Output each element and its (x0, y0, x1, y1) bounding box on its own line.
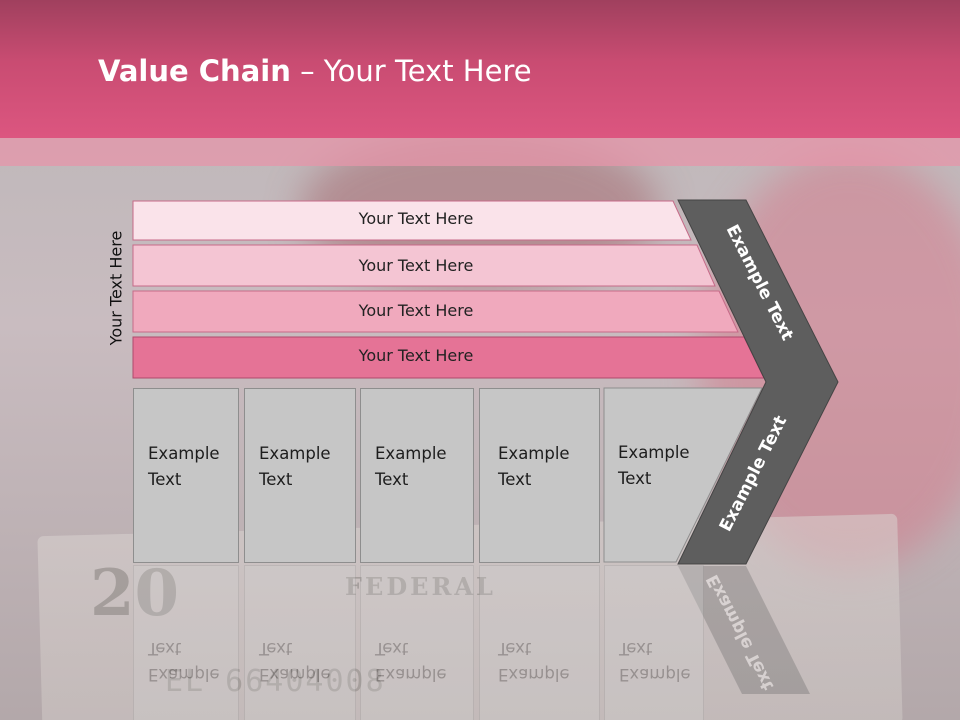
chevron-shape[interactable] (677, 199, 839, 565)
reflection-text-1: Example Text (148, 635, 248, 687)
columns-reflection: Example Text Example Text Example Text Exam… (0, 565, 960, 720)
reflection-1-line2: Text (148, 639, 182, 658)
slide-title[interactable]: Value Chain – Your Text Here (98, 54, 532, 88)
reflection-text-2: Example Text (259, 635, 359, 687)
bar-shape-3[interactable] (132, 290, 739, 333)
bar-shape-1[interactable] (132, 200, 692, 241)
column-4-line1: Example (498, 444, 570, 463)
column-5-line2: Text (618, 469, 652, 488)
column-2-line1: Example (259, 444, 331, 463)
title-bold: Value Chain (98, 54, 291, 88)
bar-label-3: Your Text Here (358, 301, 474, 320)
header-band (0, 0, 960, 138)
reflection-3-line2: Text (375, 639, 409, 658)
reflection-2-line2: Text (259, 639, 293, 658)
reflection-text-3: Example Text (375, 635, 475, 687)
reflection-column-4: Example Text (479, 565, 600, 720)
reflection-column-5: Example Text (604, 565, 704, 720)
column-2-line2: Text (259, 470, 293, 489)
reflection-5-line1: Example (619, 665, 691, 684)
column-3-line1: Example (375, 444, 447, 463)
title-rest: – Your Text Here (290, 54, 532, 88)
reflection-column-2: Example Text (244, 565, 356, 720)
reflection-text-5: Example Text (619, 635, 719, 687)
bar-label-2: Your Text Here (358, 256, 474, 275)
reflection-3-line1: Example (375, 665, 447, 684)
bar-label-1: Your Text Here (358, 209, 474, 228)
column-3-line2: Text (375, 470, 409, 489)
column-1-line1: Example (148, 444, 220, 463)
column-1-line2: Text (148, 470, 182, 489)
bar-label-4: Your Text Here (358, 346, 474, 365)
reflection-2-line1: Example (259, 665, 331, 684)
reflection-text-4: Example Text (498, 635, 598, 687)
header-stripe (0, 138, 960, 166)
column-shape-5[interactable] (603, 387, 763, 563)
reflection-column-3: Example Text (360, 565, 474, 720)
background-banknote-federal: FEDERAL (345, 572, 496, 601)
reflection-column-1: Example Text (133, 565, 239, 720)
column-5-line1: Example (618, 443, 690, 462)
reflection-4-line1: Example (498, 665, 570, 684)
background-banknote-serial: EL 66404008 (165, 664, 386, 699)
bar-shape-2[interactable] (132, 244, 716, 287)
background-banknote-numeral: 20 (90, 556, 179, 631)
reflection-4-line2: Text (498, 639, 532, 658)
reflection-1-line1: Example (148, 665, 220, 684)
chevron-reflection-shape (678, 566, 810, 694)
reflection-5-line2: Text (619, 639, 653, 658)
column-4-line2: Text (498, 470, 532, 489)
